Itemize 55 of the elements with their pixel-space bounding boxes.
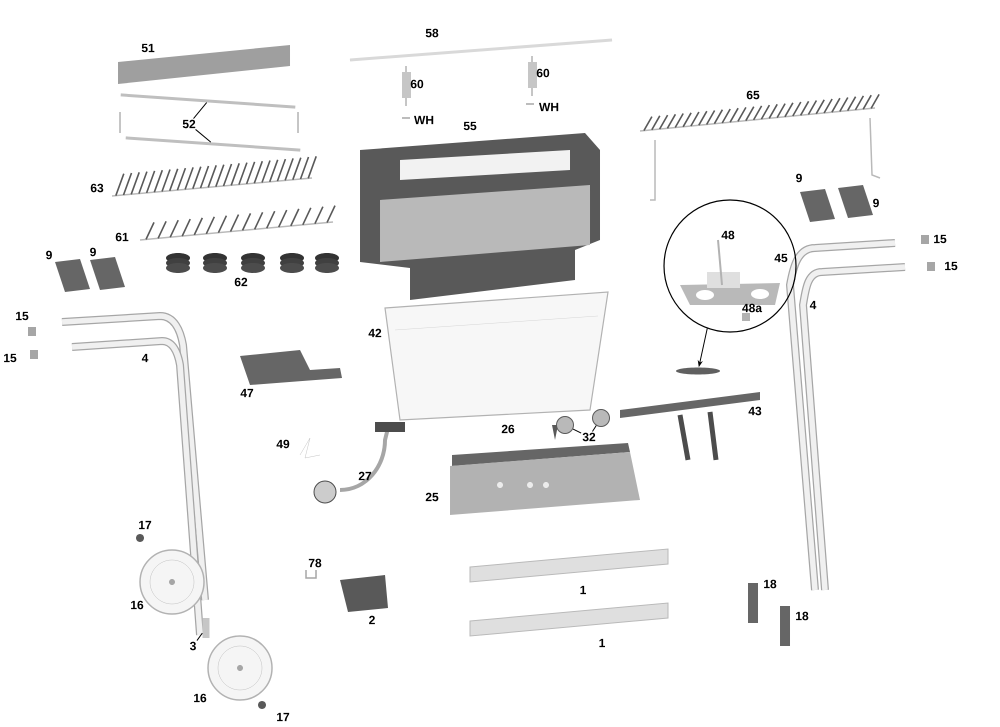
callout-number: 42: [368, 328, 382, 338]
callout-number: 1: [580, 586, 586, 594]
callout-number: 45: [774, 254, 788, 262]
callout-number: 62: [234, 278, 248, 286]
callout-number: 1: [599, 638, 605, 648]
callout-number: 25: [426, 492, 438, 502]
frame-rod: [126, 136, 300, 152]
callout-number: 3: [190, 642, 196, 650]
frame-rod: [120, 93, 296, 109]
callout-number: 51: [142, 44, 154, 52]
callout-number: 15: [934, 234, 946, 244]
callout-number: 48: [722, 230, 734, 240]
callout-number: 9: [90, 248, 96, 256]
leader-line: [196, 632, 203, 642]
callout-number: 65: [746, 90, 760, 100]
knob: [592, 409, 610, 427]
leader-line: [193, 102, 208, 120]
callout-number: 15: [4, 354, 16, 362]
callout-number: 32: [582, 432, 596, 442]
callout-number: 55: [464, 122, 476, 130]
callout-number: 48a: [742, 304, 762, 312]
callout-number: 4: [142, 354, 148, 362]
callout-number: 52: [182, 120, 196, 128]
callout-number: 9: [46, 250, 52, 260]
callout-number: 78: [308, 558, 322, 568]
callout-number: 18: [796, 612, 808, 620]
leader-line: [195, 128, 212, 143]
callout-number: 61: [116, 232, 128, 242]
leader-line: [592, 425, 597, 432]
callout-number: 60: [410, 80, 424, 88]
callout-number: 17: [139, 520, 152, 530]
knob: [556, 416, 574, 434]
callout-number: 15: [16, 312, 28, 320]
callout-number: WH: [539, 102, 558, 112]
callout-number: 60: [536, 68, 550, 78]
part-bar: [676, 368, 720, 374]
callout-number: 2: [369, 616, 375, 624]
callout-number: 16: [194, 694, 206, 702]
callout-number: 9: [796, 174, 802, 182]
callout-number: 16: [131, 600, 144, 610]
callout-number: 4: [810, 300, 816, 310]
callout-number: 15: [945, 262, 958, 270]
callout-number: 9: [873, 198, 879, 208]
callout-number: 63: [90, 184, 104, 192]
callout-number: 18: [764, 580, 776, 588]
callout-number: 17: [277, 712, 290, 722]
callout-number: 58: [426, 28, 438, 38]
callout-number: 27: [358, 472, 372, 480]
callout-number: 43: [748, 406, 762, 416]
callout-number: WH: [414, 116, 434, 124]
callout-number: 47: [240, 388, 254, 398]
leader-line: [572, 428, 582, 434]
callout-number: 26: [502, 424, 514, 434]
leg-end: [202, 618, 210, 638]
callout-number: 49: [276, 440, 290, 448]
